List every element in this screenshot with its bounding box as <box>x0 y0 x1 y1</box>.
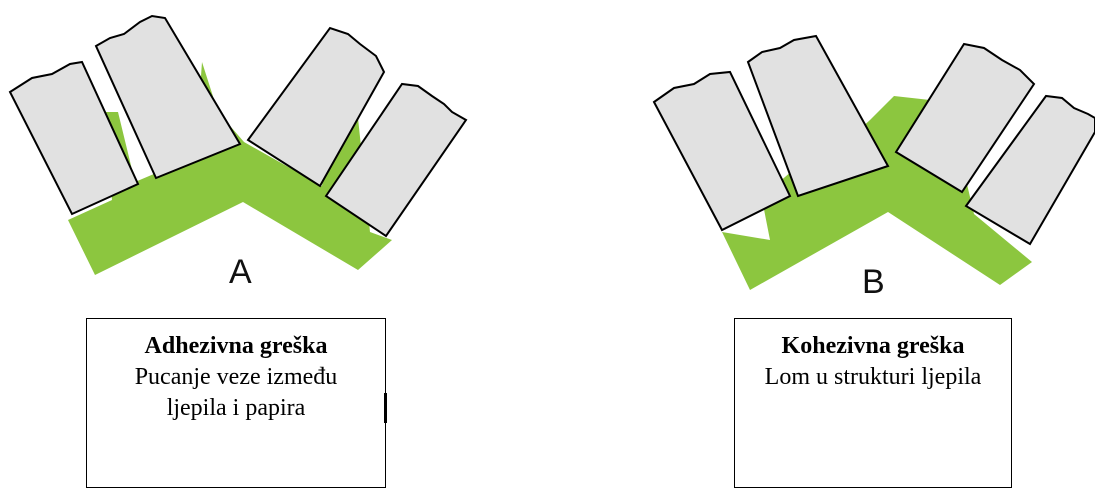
caption-title: Kohezivna greška <box>781 333 965 359</box>
paper-strip <box>746 34 890 198</box>
panel-letter-a: A <box>229 253 252 291</box>
paper-strip <box>94 14 242 180</box>
cohesive-failure-illustration <box>652 34 1095 290</box>
paper-strip <box>894 42 1036 194</box>
caption-text: Pucanje veze između ljepila i papira <box>134 364 338 421</box>
caption-text: Lom u strukturi ljepila <box>764 364 982 390</box>
caption-title: Adhezivna greška <box>144 333 328 359</box>
adhesive-failure-illustration <box>8 14 468 275</box>
caption-box-cohesive: Kohezivna greška Lom u strukturi ljepila <box>734 318 1012 488</box>
paper-strip <box>8 60 140 216</box>
paper-strip <box>324 82 468 238</box>
paper-strip <box>652 70 792 232</box>
adhesive-layer <box>68 62 392 275</box>
caption-box-adhesive: Adhezivna greška Pucanje veze između lje… <box>86 318 386 488</box>
panel-letter-b: B <box>862 263 885 301</box>
paper-strip <box>246 26 386 188</box>
paper-strip <box>964 94 1095 246</box>
vertical-mark <box>384 393 387 423</box>
